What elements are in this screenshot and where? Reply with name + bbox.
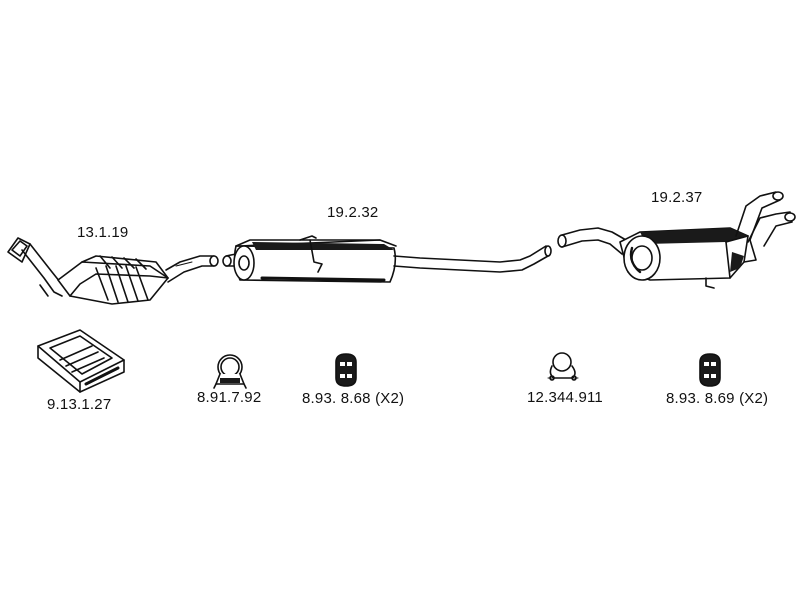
- rubber-mount-1-drawing: [335, 353, 357, 387]
- part-label-middle-silencer: 19.2.32: [327, 204, 379, 221]
- accessory-label-mounting-kit: 9.13.1.27: [47, 396, 112, 413]
- rubber-mount-2-drawing: [699, 353, 721, 387]
- part-label-catalytic-converter: 13.1.19: [77, 224, 129, 241]
- accessory-label-pipe-clamp: 8.91.7.92: [197, 389, 262, 406]
- pipe-clamp-drawing: [213, 354, 247, 389]
- mounting-kit-drawing: [37, 329, 125, 393]
- accessory-label-rubber-mount-2: 8.93. 8.69 (X2): [666, 390, 769, 407]
- part-label-rear-silencer: 19.2.37: [651, 189, 703, 206]
- pipe-clamp-2-drawing: [547, 352, 579, 381]
- accessory-label-rubber-mount-1: 8.93. 8.68 (X2): [302, 390, 405, 407]
- rear-silencer-drawing: [557, 191, 796, 289]
- catalytic-converter-drawing: [7, 237, 219, 305]
- accessory-label-pipe-clamp-2: 12.344.911: [527, 389, 603, 406]
- middle-silencer-drawing: [222, 235, 552, 283]
